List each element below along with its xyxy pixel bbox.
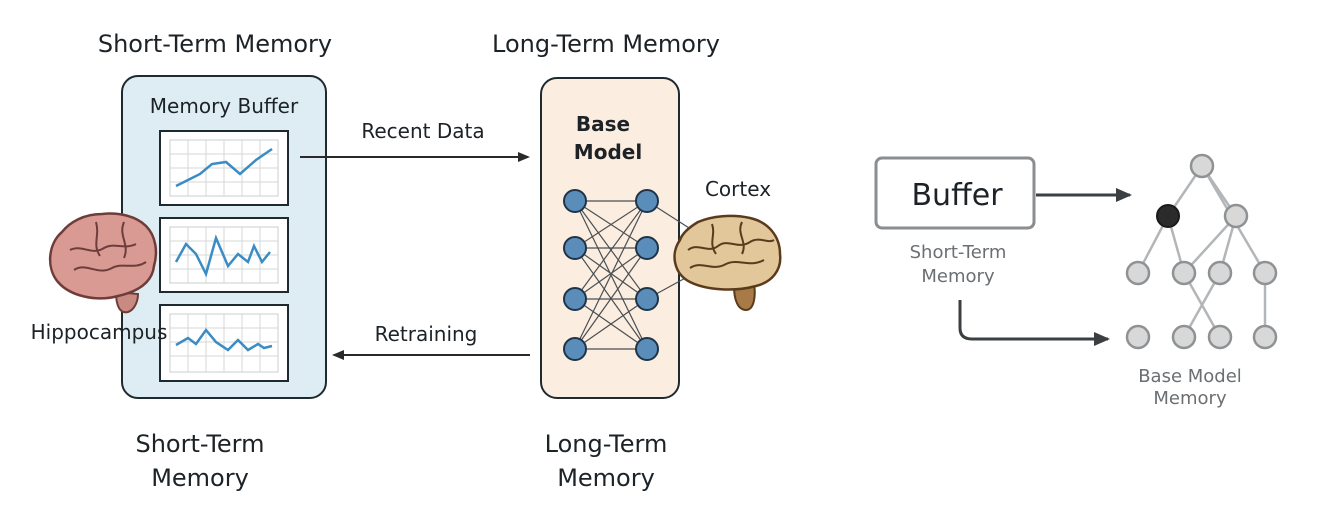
buffer-chart-2 [159, 217, 289, 293]
recent-data-label: Recent Data [361, 119, 484, 143]
buffer-chart-3 [159, 304, 289, 382]
buffer-caption-line1: Short-Term [910, 242, 1007, 263]
buffer-box-label: Buffer [911, 178, 1003, 213]
tree-caption-line1: Base Model [1138, 366, 1242, 387]
buffer-chart-1 [159, 130, 289, 206]
buffer-box [874, 156, 1036, 230]
short-term-title: Short-Term Memory [98, 30, 332, 58]
retraining-label: Retraining [375, 322, 478, 346]
long-term-title: Long-Term Memory [492, 30, 720, 58]
short-term-caption-line2: Memory [151, 464, 249, 492]
long-term-caption-line2: Memory [557, 464, 655, 492]
buffer-caption-line2: Memory [921, 266, 995, 287]
base-model-panel [540, 77, 680, 399]
tree-node-active [1156, 204, 1180, 228]
base-model-label-line2: Model [574, 140, 642, 164]
hippocampus-label: Hippocampus [31, 320, 168, 344]
network-nodes [563, 189, 659, 361]
cortex-brain-icon [673, 214, 782, 312]
cortex-label: Cortex [705, 177, 771, 201]
memory-to-tree-arrow [958, 300, 1110, 346]
tree-caption-line2: Memory [1153, 388, 1227, 409]
tree-edges [1136, 165, 1267, 338]
base-model-label-line1: Base [576, 112, 630, 136]
short-term-caption-line1: Short-Term [135, 430, 264, 458]
tree-nodes [1125, 153, 1278, 350]
long-term-caption-line1: Long-Term [545, 430, 668, 458]
hippocampus-brain-icon [49, 212, 158, 314]
memory-buffer-label: Memory Buffer [150, 94, 299, 118]
